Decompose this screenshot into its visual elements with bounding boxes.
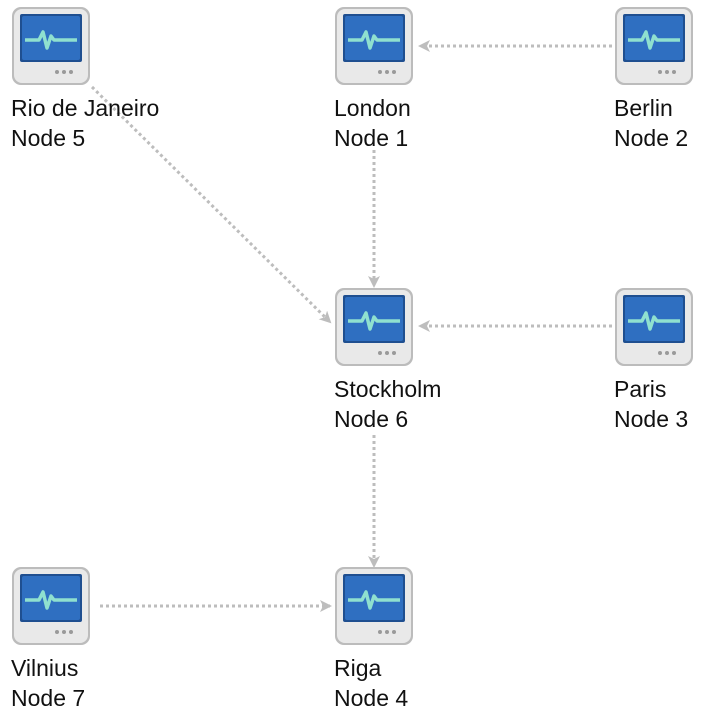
node-city: Stockholm [334, 376, 442, 402]
node-berlin[interactable]: Berlin Node 2 [614, 6, 711, 156]
node-city: London [334, 95, 411, 121]
node-london[interactable]: London Node 1 [334, 6, 454, 156]
node-id: Node 6 [334, 406, 409, 432]
node-city: Riga [334, 655, 382, 681]
node-id: Node 2 [614, 125, 689, 151]
node-label: London Node 1 [334, 93, 411, 153]
monitor-icon [12, 7, 90, 85]
node-paris[interactable]: Paris Node 3 [614, 287, 711, 437]
node-id: Node 1 [334, 125, 409, 151]
node-label: Rio de Janeiro Node 5 [11, 93, 159, 153]
monitor-icon [335, 7, 413, 85]
monitor-icon [335, 288, 413, 366]
node-id: Node 5 [11, 125, 86, 151]
node-city: Vilnius [11, 655, 79, 681]
node-label: Riga Node 4 [334, 653, 408, 713]
node-stockholm[interactable]: Stockholm Node 6 [334, 287, 454, 437]
node-label: Berlin Node 2 [614, 93, 688, 153]
node-city: Rio de Janeiro [11, 95, 160, 121]
node-id: Node 7 [11, 685, 86, 711]
node-label: Paris Node 3 [614, 374, 688, 434]
node-label: Stockholm Node 6 [334, 374, 441, 434]
monitor-icon [335, 567, 413, 645]
monitor-icon [615, 7, 693, 85]
edge-rio-to-stockholm [90, 85, 332, 324]
node-rio-de-janeiro[interactable]: Rio de Janeiro Node 5 [11, 6, 159, 156]
node-id: Node 3 [614, 406, 689, 432]
node-riga[interactable]: Riga Node 4 [334, 566, 454, 716]
node-id: Node 4 [334, 685, 409, 711]
node-city: Berlin [614, 95, 673, 121]
monitor-icon [12, 567, 90, 645]
node-city: Paris [614, 376, 667, 402]
node-label: Vilnius Node 7 [11, 653, 85, 713]
monitor-icon [615, 288, 693, 366]
node-vilnius[interactable]: Vilnius Node 7 [11, 566, 131, 716]
